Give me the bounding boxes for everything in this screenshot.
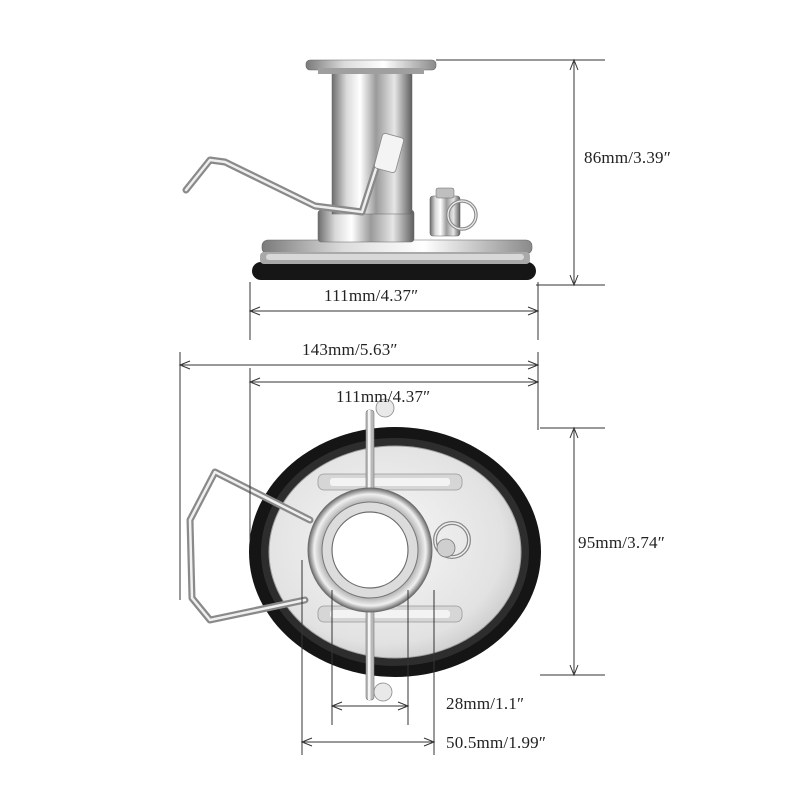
depth-label: 95mm/3.74″ xyxy=(578,533,665,552)
outer-diameter-label: 50.5mm/1.99″ xyxy=(446,733,547,752)
dimension-lines xyxy=(178,58,605,755)
overall-width-label: 143mm/5.63″ xyxy=(302,340,398,359)
inner-diameter-label: 28mm/1.1″ xyxy=(446,694,525,713)
side-width-label: 111mm/4.37″ xyxy=(324,286,419,305)
top-width-label: 111mm/4.37″ xyxy=(336,387,431,406)
height-label: 86mm/3.39″ xyxy=(584,148,671,167)
top-view xyxy=(186,398,541,702)
side-view xyxy=(182,59,536,280)
